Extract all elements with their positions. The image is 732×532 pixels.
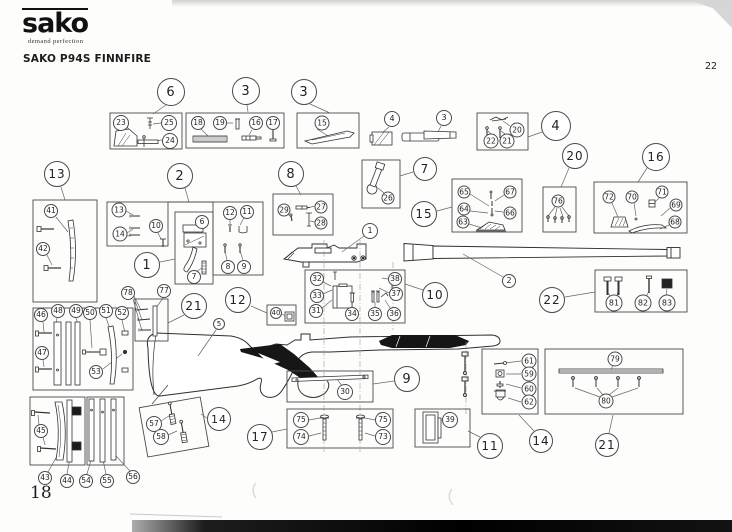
page-number: 18 [30, 483, 52, 503]
part-drawings [31, 116, 673, 463]
group-boxes [29, 112, 688, 466]
scan-artifact-top-edge [172, 0, 732, 7]
sheet-number: 22 [705, 61, 718, 72]
scan-ghost-marks [129, 482, 454, 518]
scan-artifact-bottom-bar [132, 520, 732, 532]
receiver-drawing [282, 243, 367, 268]
sako-logo: sako [22, 8, 89, 39]
stock-drawing [146, 332, 501, 405]
logo-tagline: demand perfection [28, 38, 84, 45]
leader-lines [37, 103, 671, 475]
page-title: SAKO P94S FINNFIRE [23, 53, 152, 65]
barrel-drawing [403, 243, 681, 262]
